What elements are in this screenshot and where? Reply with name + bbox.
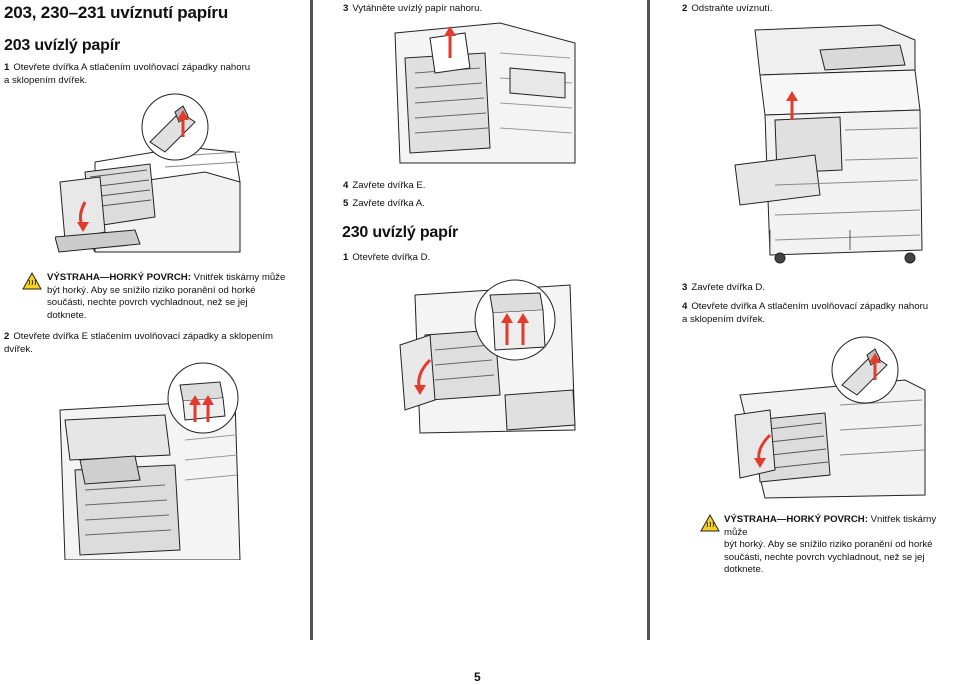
step-text: Vytáhněte uvízlý papír nahoru. [352,3,483,14]
warning-text: Vnitřek tiskárny může [193,272,286,283]
step-text: Otevřete dvířka D. [352,252,431,263]
step-number: 4 [682,301,688,312]
step-number: 2 [682,3,688,14]
step-text: Odstraňte uvíznutí. [691,3,773,14]
warning-text: být horký. Aby se snížilo riziko poraněn… [47,284,256,296]
warning-text: být horký. Aby se snížilo riziko poraněn… [724,539,933,550]
step-text: Zavřete dvířka E. [352,180,426,191]
step-number: 2 [4,331,10,342]
warning-text: součásti, nechte povrch vychladnout, než… [47,297,248,308]
step-text-cont: a sklopením dvířek. [4,74,88,86]
illustration-open-door-a-2 [734,336,926,499]
warning-label: VÝSTRAHA—HORKÝ POVRCH: [724,514,868,525]
column-divider-right [647,0,650,640]
illustration-remove-jam [734,24,923,264]
step-text: Otevřete dvířka A stlačením uvolňovací z… [13,62,251,73]
section-title-203: 203 uvízlý papír [4,37,120,54]
warning-label: VÝSTRAHA—HORKÝ POVRCH: [47,272,191,283]
step-text: Otevřete dvířka E stlačením uvolňovací z… [13,331,274,342]
warning-hot-surface-2: VÝSTRAHA—HORKÝ POVRCH: Vnitřek tiskárny … [724,514,956,577]
page-number: 5 [474,670,481,684]
illustration-open-door-e [59,362,241,560]
illustration-open-door-d [399,279,576,434]
warning-hot-surface-1: VÝSTRAHA—HORKÝ POVRCH: Vnitřek tiskárny … [47,272,297,322]
step-number: 4 [343,180,349,191]
warning-text: dotknete. [47,309,87,321]
page-title: 203, 230–231 uvíznutí papíru [4,3,228,22]
step-text-cont: a sklopením dvířek. [682,313,766,325]
step-text: Zavřete dvířka A. [352,198,425,209]
step-number: 1 [343,252,349,263]
illustration-pull-paper-up [394,22,576,164]
warning-text: dotknete. [724,564,764,575]
step-number: 3 [682,282,688,293]
warning-text: součásti, nechte povrch vychladnout, než… [724,551,925,563]
step-number: 5 [343,198,349,209]
step-text-cont: dvířek. [4,343,33,355]
section-title-230: 230 uvízlý papír [342,224,458,241]
illustration-open-door-a [55,93,241,253]
warning-hot-surface-icon [22,272,42,290]
warning-hot-surface-icon [700,514,720,532]
step-text: Zavřete dvířka D. [691,282,765,293]
column-divider-left [310,0,313,640]
step-number: 1 [4,62,10,73]
step-text: Otevřete dvířka A stlačením uvolňovací z… [691,301,929,312]
step-number: 3 [343,3,349,14]
warning-text: Vnitřek tiskárny může [724,514,937,538]
